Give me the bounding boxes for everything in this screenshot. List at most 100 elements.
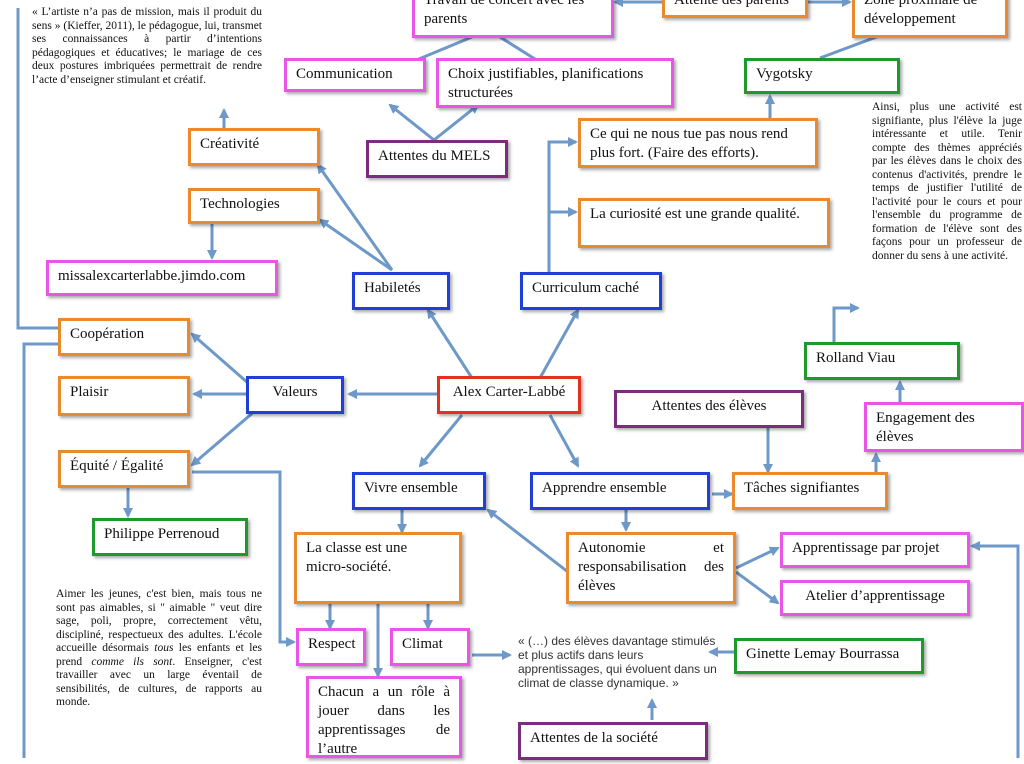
node-rolland-viau-label: Rolland Viau	[816, 350, 896, 366]
node-choix-justifiables[interactable]: Choix justifiables, planifications struc…	[436, 58, 674, 108]
node-curriculum-cache-label: Curriculum caché	[532, 280, 640, 296]
note-perrenoud-em2: comme ils sont	[91, 655, 173, 668]
node-vygotsky[interactable]: Vygotsky	[744, 58, 900, 94]
edge-valeurs-equite	[190, 408, 257, 467]
node-communication-label: Communication	[296, 66, 393, 82]
edge-curriculum-cequi	[547, 137, 578, 272]
node-chacun-label: Chacun a un rôle à jouer dans les appren…	[318, 684, 450, 757]
edge-right-loop	[970, 541, 1020, 758]
node-attentes-mels-label: Attentes du MELS	[378, 148, 491, 164]
edge-autonomie-vivre	[486, 508, 569, 574]
edge-autonomie-atelier	[735, 570, 780, 605]
edge-valeurs-cooperation	[190, 332, 249, 385]
node-travail-concert[interactable]: Travail de concert avec les parents	[412, 0, 614, 38]
note-lemay-text: « (…) des élèves davantage stimulés et p…	[518, 634, 717, 690]
node-site[interactable]: missalexcarterlabbe.jimdo.com	[46, 260, 278, 296]
node-plaisir-label: Plaisir	[70, 384, 109, 400]
node-engagement[interactable]: Engagement des élèves	[864, 402, 1024, 452]
edge-center-vivre	[418, 414, 464, 468]
edge-center-habiletes	[426, 308, 474, 379]
note-kieffer-text: « L’artiste n’a pas de mission, mais il …	[32, 6, 262, 86]
node-vivre-ensemble-label: Vivre ensemble	[364, 480, 458, 496]
node-equite[interactable]: Équité / Égalité	[58, 450, 190, 488]
node-attente-parents-label: Attente des parents	[674, 0, 789, 8]
node-vygotsky-label: Vygotsky	[756, 66, 813, 82]
node-respect-label: Respect	[308, 636, 356, 652]
node-cooperation-label: Coopération	[70, 326, 145, 342]
node-zone-proximale-label: Zone proximale de développement	[864, 0, 978, 27]
node-valeurs-label: Valeurs	[272, 384, 318, 400]
node-technologies-label: Technologies	[200, 196, 280, 212]
edge-viau-note	[832, 303, 860, 342]
edge-autonomie-projet	[735, 546, 780, 570]
note-kieffer: « L’artiste n’a pas de mission, mais il …	[32, 6, 262, 87]
node-cooperation[interactable]: Coopération	[58, 318, 190, 356]
node-curriculum-cache[interactable]: Curriculum caché	[520, 272, 662, 310]
node-climat-label: Climat	[402, 636, 443, 652]
node-creativite[interactable]: Créativité	[188, 128, 320, 166]
edge-mels-communication	[388, 103, 435, 142]
node-respect[interactable]: Respect	[296, 628, 366, 666]
node-classe-micro[interactable]: La classe est une micro-société.	[294, 532, 462, 604]
note-viau: Ainsi, plus une activité est signifiante…	[872, 101, 1022, 263]
node-engagement-label: Engagement des élèves	[876, 410, 975, 445]
note-perrenoud-em1: tous	[154, 642, 174, 654]
note-perrenoud-p1: Aimer les jeunes, c'est bien, mais tous …	[56, 588, 262, 654]
node-choix-justifiables-label: Choix justifiables, planifications struc…	[448, 66, 644, 101]
node-habiletes-label: Habiletés	[364, 280, 421, 296]
node-plaisir[interactable]: Plaisir	[58, 376, 190, 416]
node-rolland-viau[interactable]: Rolland Viau	[804, 342, 960, 380]
node-apprendre-ensemble[interactable]: Apprendre ensemble	[530, 472, 710, 510]
note-lemay: « (…) des élèves davantage stimulés et p…	[518, 634, 718, 690]
node-curiosite-label: La curiosité est une grande qualité.	[590, 206, 800, 222]
node-attentes-eleves[interactable]: Attentes des élèves	[614, 390, 804, 428]
note-viau-text: Ainsi, plus une activité est signifiante…	[872, 101, 1022, 262]
node-attentes-eleves-label: Attentes des élèves	[651, 398, 767, 414]
note-perrenoud-p3: . Enseigner, c'est travailler avec un la…	[56, 655, 263, 709]
node-autonomie-label: Autonomie et responsabilisation des élèv…	[578, 540, 724, 594]
node-curiosite[interactable]: La curiosité est une grande qualité.	[578, 198, 830, 248]
node-perrenoud-label: Philippe Perrenoud	[104, 526, 220, 542]
node-center-label: Alex Carter-Labbé	[452, 384, 566, 400]
node-chacun[interactable]: Chacun a un rôle à jouer dans les appren…	[306, 676, 462, 758]
node-climat[interactable]: Climat	[390, 628, 470, 666]
edge-left-lower	[22, 342, 58, 758]
node-perrenoud[interactable]: Philippe Perrenoud	[92, 518, 248, 556]
node-ce-qui[interactable]: Ce qui ne nous tue pas nous rend plus fo…	[578, 118, 818, 168]
note-perrenoud-p2: les enfants et les prend	[56, 642, 262, 668]
edge-mels-choix	[433, 103, 480, 142]
node-apprendre-ensemble-label: Apprendre ensemble	[542, 480, 667, 496]
note-perrenoud: Aimer les jeunes, c'est bien, mais tous …	[56, 588, 262, 710]
node-zone-proximale[interactable]: Zone proximale de développement	[852, 0, 1008, 38]
node-technologies[interactable]: Technologies	[188, 188, 320, 224]
node-ginette[interactable]: Ginette Lemay Bourrassa	[734, 638, 924, 674]
node-taches-label: Tâches signifiantes	[744, 480, 860, 496]
node-ce-qui-label: Ce qui ne nous tue pas nous rend plus fo…	[590, 126, 788, 161]
node-app-projet-label: Apprentissage par projet	[792, 540, 940, 556]
node-habiletes[interactable]: Habiletés	[352, 272, 450, 310]
node-classe-micro-label: La classe est une micro-société.	[306, 540, 408, 575]
node-attente-parents[interactable]: Attente des parents	[662, 0, 808, 18]
edge-center-curriculum	[538, 308, 580, 379]
node-attentes-mels[interactable]: Attentes du MELS	[366, 140, 508, 178]
edge-center-apprendre	[548, 414, 580, 468]
edge-habiletes-creativite	[316, 163, 394, 271]
node-center[interactable]: Alex Carter-Labbé	[437, 376, 581, 414]
node-app-projet[interactable]: Apprentissage par projet	[780, 532, 970, 568]
node-communication[interactable]: Communication	[284, 58, 426, 92]
node-atelier[interactable]: Atelier d’apprentissage	[780, 580, 970, 616]
edge-equite-respect	[192, 470, 296, 647]
node-autonomie[interactable]: Autonomie et responsabilisation des élèv…	[566, 532, 736, 604]
node-attentes-societe[interactable]: Attentes de la société	[518, 722, 708, 760]
node-atelier-label: Atelier d’apprentissage	[805, 588, 945, 604]
node-taches[interactable]: Tâches signifiantes	[732, 472, 888, 510]
node-valeurs[interactable]: Valeurs	[246, 376, 344, 414]
edge-habiletes-technologies	[318, 218, 393, 272]
edge-cooperation-loop	[16, 8, 58, 330]
node-site-label: missalexcarterlabbe.jimdo.com	[58, 268, 246, 284]
node-attentes-societe-label: Attentes de la société	[530, 730, 658, 746]
node-ginette-label: Ginette Lemay Bourrassa	[746, 646, 900, 662]
node-vivre-ensemble[interactable]: Vivre ensemble	[352, 472, 486, 510]
